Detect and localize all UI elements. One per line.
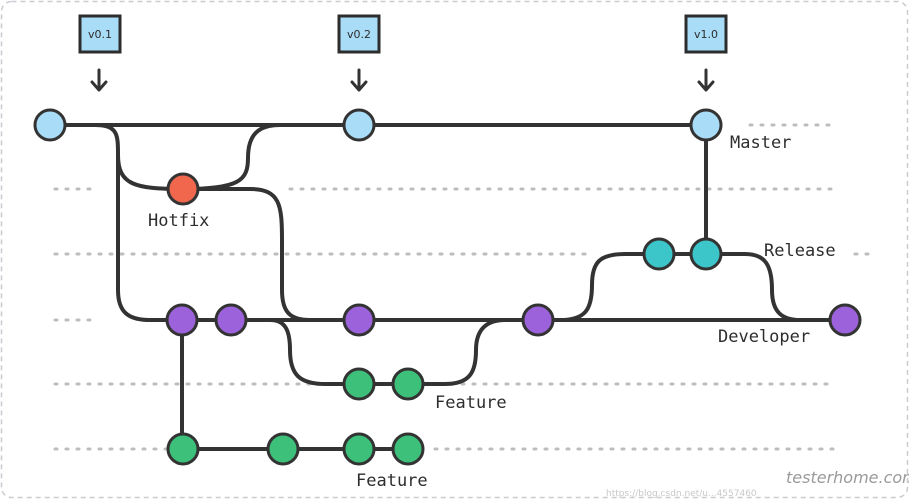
commit-developer (214, 303, 248, 337)
tag-v01: v0.1 (78, 14, 122, 54)
commit-release (642, 237, 676, 271)
commit-release (689, 237, 723, 271)
commit-feature (342, 432, 376, 466)
label-developer: Developer (718, 327, 810, 347)
commit-developer (165, 303, 199, 337)
watermark-subtext: https://blog.csdn.net/u...4557460 (606, 489, 757, 499)
label-hotfix: Hotfix (148, 211, 209, 231)
commit-developer (828, 303, 862, 337)
commits (33, 108, 862, 466)
commit-feature (391, 432, 425, 466)
lane-guides (53, 123, 872, 451)
developer-line (116, 153, 847, 322)
tag-v02: v0.2 (337, 14, 381, 54)
commit-developer (521, 303, 555, 337)
commit-feature (391, 367, 425, 401)
arrow-down-icon (350, 68, 368, 92)
tag-label: v0.2 (347, 28, 371, 41)
commit-master-v01 (33, 108, 67, 142)
arrow-down-icon (697, 68, 715, 92)
label-feature-top: Feature (435, 393, 507, 413)
label-feature-bottom: Feature (356, 471, 428, 491)
commit-developer (342, 303, 376, 337)
commit-feature (266, 432, 300, 466)
feature-top-line (268, 318, 507, 386)
hotfix-to-master (181, 123, 282, 191)
tag-label: v0.1 (88, 28, 112, 41)
tag-v10: v1.0 (684, 14, 728, 54)
hotfix-to-developer (181, 187, 312, 322)
commit-master-v02 (342, 108, 376, 142)
tag-label: v1.0 (694, 28, 718, 41)
label-release: Release (764, 241, 836, 261)
release-line (558, 252, 802, 322)
arrow-down-icon (90, 68, 108, 92)
commit-hotfix (166, 172, 200, 206)
branch-lines (48, 123, 847, 451)
commit-feature (342, 367, 376, 401)
commit-master-v10 (689, 108, 723, 142)
label-master: Master (730, 133, 791, 153)
commit-feature (166, 432, 200, 466)
watermark-text: testerhome.com (786, 468, 909, 487)
tag-arrows (90, 68, 715, 92)
